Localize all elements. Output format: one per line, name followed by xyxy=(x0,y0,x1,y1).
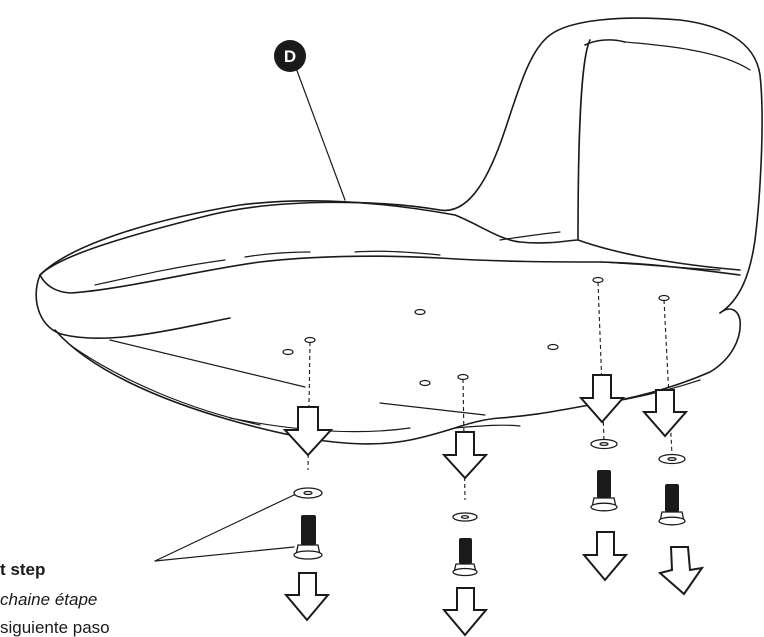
fastener-stack-4 xyxy=(641,299,705,596)
backrest-inner-line xyxy=(624,41,751,71)
bolt-shank xyxy=(301,515,316,545)
seat xyxy=(35,17,763,445)
down-arrow-icon xyxy=(657,546,705,596)
callout-badge xyxy=(274,40,306,72)
mount-hole xyxy=(658,294,670,302)
alignment-dashes xyxy=(462,378,466,501)
bolt-flange xyxy=(658,516,686,526)
caption: t step chaine étape siguiente paso xyxy=(0,560,110,637)
bolt-flange xyxy=(293,550,323,560)
seat-surface-line-4 xyxy=(499,231,561,241)
bolt-shank xyxy=(665,484,679,512)
bolt-flange xyxy=(590,502,618,512)
washer xyxy=(658,453,686,465)
mount-hole xyxy=(457,373,469,381)
backrest-front-face xyxy=(577,39,741,271)
washer xyxy=(590,438,618,450)
fastener-stack-1 xyxy=(282,341,334,622)
seat-surface-line-5 xyxy=(599,261,721,271)
mount-hole xyxy=(547,343,559,351)
washer xyxy=(293,487,323,499)
washer xyxy=(452,512,478,522)
mount-hole xyxy=(419,379,431,387)
seat-top-edge xyxy=(39,200,579,276)
seat-surface-line-2 xyxy=(244,251,311,258)
caption-line-en: t step xyxy=(0,560,45,579)
callout-leader xyxy=(295,67,346,201)
seat-outline xyxy=(35,17,763,340)
fastener-stack-3 xyxy=(578,281,629,582)
mount-hole xyxy=(282,348,294,356)
seat-surface-line-1 xyxy=(94,259,226,286)
down-arrow-icon xyxy=(578,374,626,424)
down-arrow-icon xyxy=(641,389,689,438)
down-arrow-icon xyxy=(282,406,334,457)
bolt-shank xyxy=(597,470,611,498)
washer-hole xyxy=(460,515,470,519)
underside-seam-2 xyxy=(379,402,486,416)
leader-to-bolt xyxy=(154,546,295,562)
seat-underside xyxy=(54,308,741,445)
callout-label: D xyxy=(284,47,296,66)
down-arrow-icon xyxy=(283,572,331,622)
callout-d: D xyxy=(274,40,346,201)
bolt-flange xyxy=(452,567,478,577)
caption-leaders xyxy=(154,494,295,562)
down-arrow-icon xyxy=(581,531,629,582)
down-arrow-icon xyxy=(441,431,489,480)
underside-seam-3 xyxy=(454,424,521,429)
mount-hole xyxy=(414,308,426,316)
alignment-dashes xyxy=(597,281,605,441)
caption-line-es: siguiente paso xyxy=(0,618,110,637)
caption-line-fr: chaine étape xyxy=(0,590,97,609)
underside-seam-1 xyxy=(109,339,306,388)
fastener-stack-2 xyxy=(441,378,489,637)
washer-hole xyxy=(303,490,313,496)
seat-surface-line-3 xyxy=(354,250,441,256)
leader-to-washer xyxy=(154,494,295,562)
bolt-shank xyxy=(459,538,472,564)
underside-contour xyxy=(69,344,411,433)
mount-hole xyxy=(304,336,316,344)
down-arrow-icon xyxy=(441,587,489,637)
washer-hole xyxy=(667,457,677,462)
mount-hole xyxy=(592,276,604,284)
washer-hole xyxy=(599,442,609,447)
